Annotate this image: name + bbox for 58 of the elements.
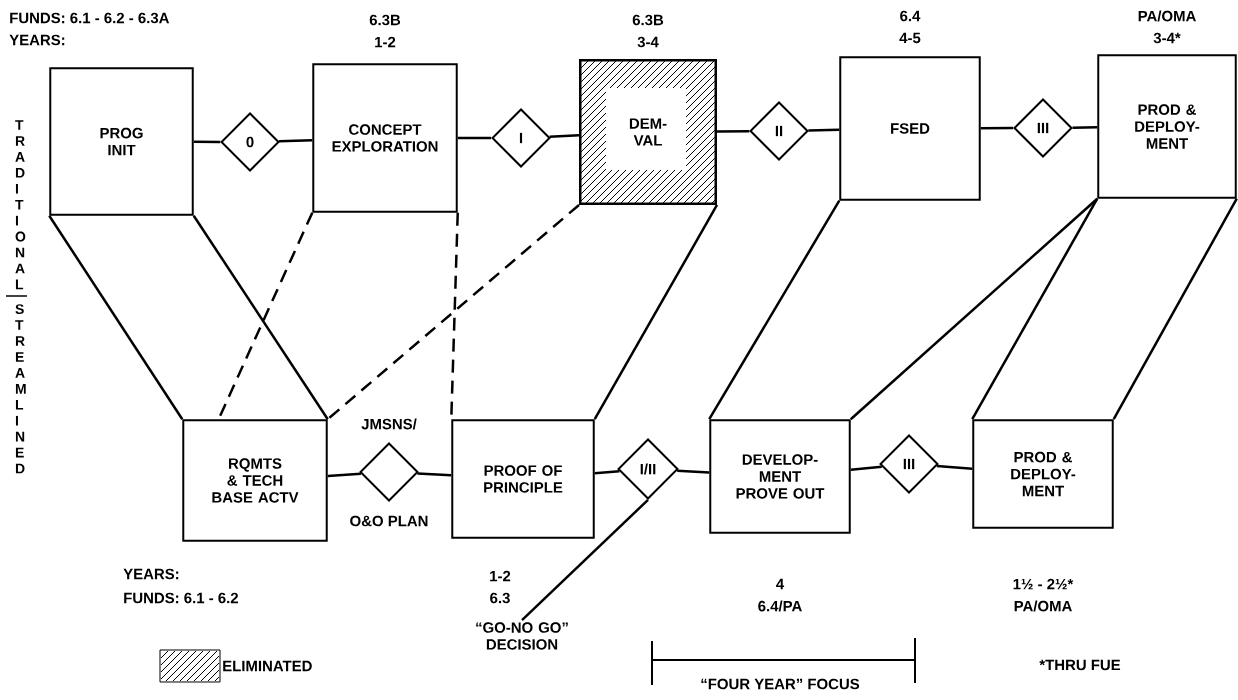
connector-line xyxy=(808,128,840,132)
note-text: FUNDS: 6.1 - 6.2 - 6.3A xyxy=(10,12,170,24)
stage-note: 3-4 xyxy=(637,36,659,48)
dashed-connector xyxy=(326,204,580,421)
stage-note: 6.3 xyxy=(490,592,510,604)
connector-line xyxy=(971,198,1099,420)
connector-line xyxy=(1072,126,1098,129)
stage-note: 6.3B xyxy=(632,14,664,26)
stage-note: 4 xyxy=(776,578,785,590)
process-box: PROOF OF PRINCIPLE xyxy=(451,419,595,539)
process-box: CONCEPT EXPLORATION xyxy=(312,63,458,213)
connector-line xyxy=(593,204,719,420)
decision-text: “GO-NO GO” DECISION xyxy=(476,622,568,650)
process-box: PROD & DEPLOY- MENT xyxy=(1097,54,1237,199)
connector-line xyxy=(417,472,452,477)
stage-note: 3-4* xyxy=(1153,32,1181,44)
stage-note: 1-2 xyxy=(490,570,511,582)
vertical-label: STREAMLINED xyxy=(15,304,26,474)
connector-line xyxy=(717,129,750,133)
stage-note: PA/OMA xyxy=(1014,600,1072,612)
connector-line xyxy=(850,465,882,471)
connector-line xyxy=(1112,198,1238,420)
process-box: PROD & DEPLOY- MENT xyxy=(972,419,1114,529)
vertical-label: TRADITIONAL xyxy=(15,120,26,290)
connector-line xyxy=(193,140,221,144)
connector-line xyxy=(708,200,841,420)
note-text: FUNDS: 6.1 - 6.2 xyxy=(124,592,238,604)
milestone-diamond xyxy=(359,442,419,502)
connector-line xyxy=(192,215,329,420)
stage-note: 6.3B xyxy=(369,14,401,26)
connector-line xyxy=(936,464,973,470)
process-box: FSED xyxy=(839,56,981,201)
stage-note: 1½ - 2½* xyxy=(1013,578,1074,590)
process-box: DEVELOP- MENT PROVE OUT xyxy=(709,419,851,534)
stage-note: PA/OMA xyxy=(1138,10,1196,22)
connector-line xyxy=(48,215,184,420)
stage-note: 1-2 xyxy=(375,36,396,48)
eliminated-box: DEM- VAL xyxy=(579,59,717,205)
leader-line xyxy=(521,499,649,621)
connector-line xyxy=(677,469,710,474)
connector-line xyxy=(594,470,620,475)
note-text: *THRU FUE xyxy=(1039,659,1121,671)
note-text: “FOUR YEAR” FOCUS xyxy=(701,678,860,690)
stage-note: JMSNS/ xyxy=(361,418,417,430)
stage-note: O&O PLAN xyxy=(350,515,428,527)
stage-note: 6.4/PA xyxy=(758,600,802,612)
connector-line xyxy=(327,472,361,478)
connector-line xyxy=(457,136,492,140)
connector-line xyxy=(549,134,580,138)
connector-line xyxy=(980,126,1014,130)
stage-note: 4-5 xyxy=(899,32,921,44)
note-text: YEARS: xyxy=(9,34,65,46)
process-box: PROG INIT xyxy=(49,67,194,216)
note-text: YEARS: xyxy=(123,568,179,580)
stage-note: 6.4 xyxy=(900,10,921,22)
process-box: RQMTS & TECH BASE ACTV xyxy=(182,419,328,542)
connector-line xyxy=(279,138,313,143)
legend-text: ELIMINATED xyxy=(223,660,312,672)
